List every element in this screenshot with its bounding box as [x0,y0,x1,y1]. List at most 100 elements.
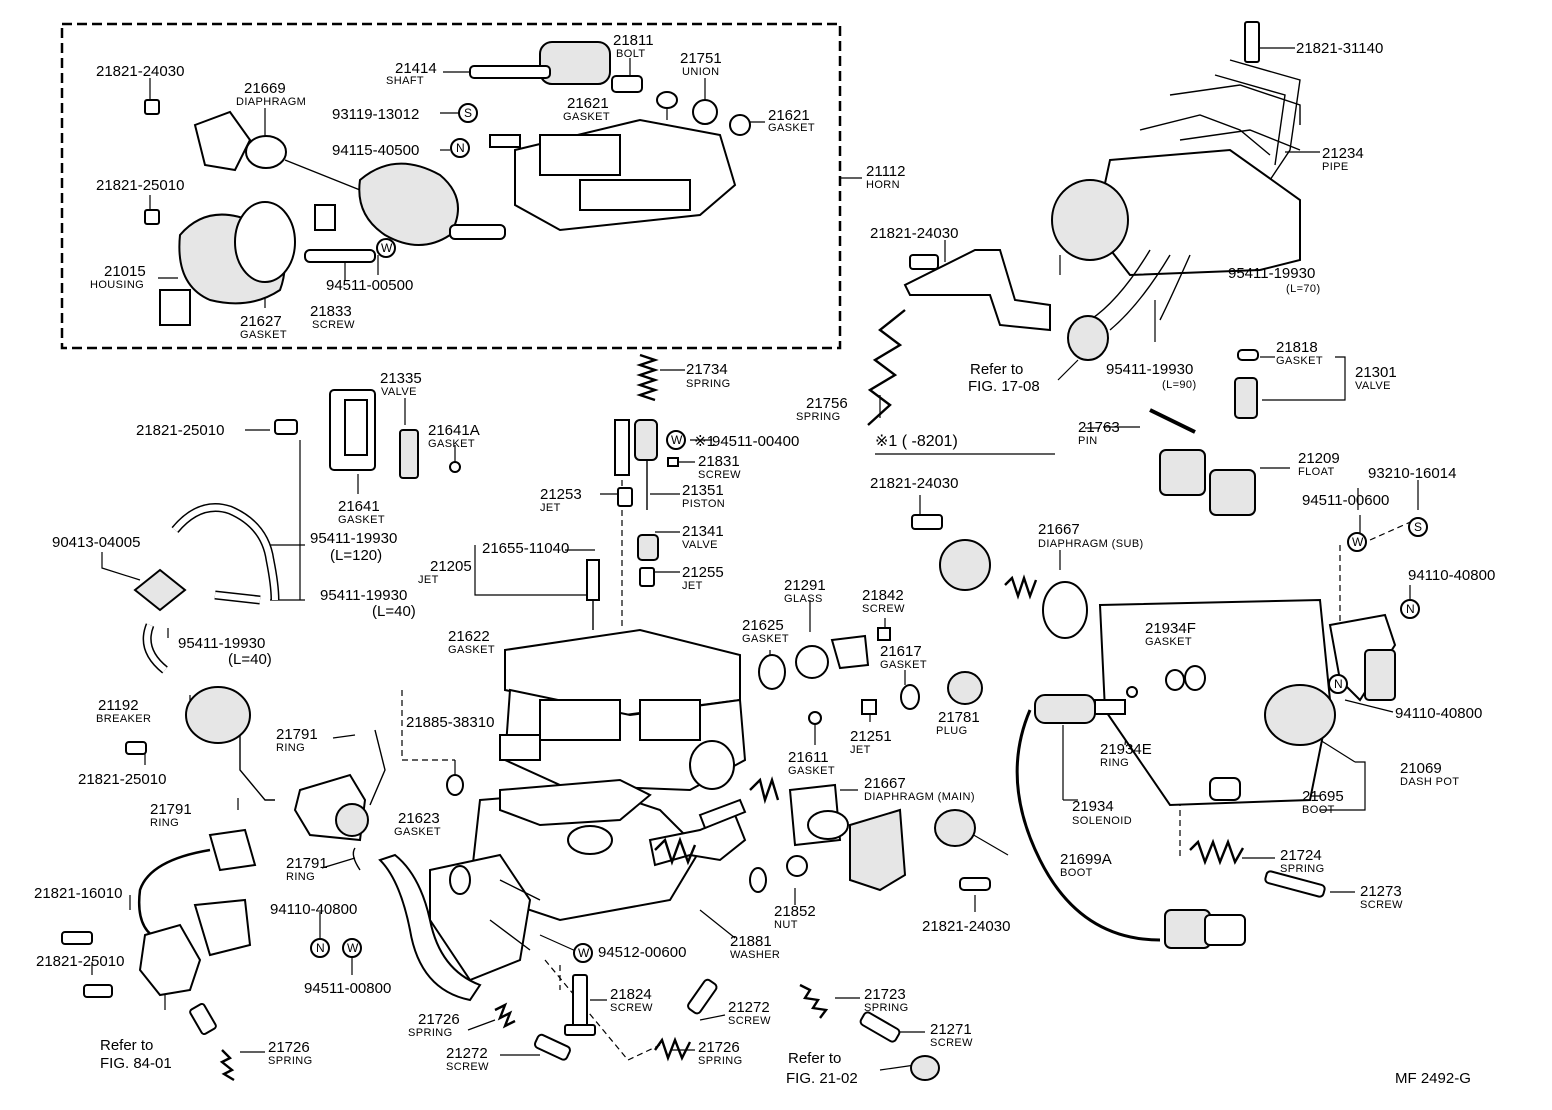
callout-c46-name: (L=40) [228,651,272,668]
housing-bracket-part [159,289,191,326]
callout-c22-num: 21335 [380,370,422,387]
callout-c13-num: 94511-00500 [326,277,413,294]
callout-c76-name: NUT [774,919,798,931]
choke-diaphragm-part [1051,179,1129,261]
callout-c41-num: 21667 [1038,521,1080,538]
connector-part [208,828,257,872]
callout-c64-num: 21934E [1100,741,1152,758]
symbol-w-2: W [666,430,686,450]
callout-c44-num: 95411-19930 [310,530,397,547]
callout-c63-name: RING [150,817,179,829]
callout-c20-name: FIG. 17-08 [968,378,1040,395]
callout-c66-num: 21934 [1072,798,1114,815]
solenoid-part [1034,694,1096,724]
throttle-link-part [378,853,482,1002]
callout-c42-num: 94110-40800 [1408,567,1495,584]
callout-c61-num: 21791 [276,726,318,743]
callout-c33-name: SPRING [796,411,841,423]
callout-c83-name: SPRING [864,1002,909,1014]
callout-c27-num: 94511-00400 [712,433,799,450]
housing-gasket-part [234,201,296,283]
callout-c88-num: 21726 [698,1039,740,1056]
callout-c85-name: SCREW [728,1015,771,1027]
callout-c55-num: 21622 [448,628,490,645]
svg-text:W: W [1352,535,1364,549]
callout-c81-num: 21273 [1360,883,1402,900]
horn-diaphragm-housing-part [358,162,459,246]
valve-part [1234,377,1258,419]
svg-text:S: S [464,106,472,120]
callout-c59-name: JET [850,744,871,756]
callout-c89-name: FIG. 84-01 [100,1055,172,1072]
svg-text:N: N [1406,602,1415,616]
callout-c49-num: 21291 [784,577,826,594]
dash-pot-part [1264,684,1336,746]
diaphragm-sub-cover [1042,581,1088,639]
screw-long-part [304,249,376,263]
diaphragm-sub-part [939,539,991,591]
callout-c85-num: 21272 [728,999,770,1016]
callout-c22-name: VALVE [381,386,417,398]
callout-c75-num: 94512-00600 [598,944,686,961]
diaphragm-part [245,135,287,169]
breaker-part [185,686,251,744]
callout-c82-name: SCREW [610,1002,653,1014]
callout-c11-name: HORN [866,179,900,191]
symbol-n-4: N [310,938,330,958]
callout-c61-name: RING [276,742,305,754]
callout-c73-num: 21821-25010 [36,953,124,970]
svg-text:N: N [456,141,465,155]
callout-c5-num: 21751 [680,50,722,67]
callout-c43-num: 90413-04005 [52,534,140,551]
callout-c59-num: 21251 [850,728,892,745]
callout-c87-num: 21272 [446,1045,488,1062]
callout-c31-name: VALVE [682,539,718,551]
svg-text:W: W [671,433,683,447]
callout-c21-num: 95411-19930 [1106,361,1193,378]
callout-c53-name: GASKET [1145,636,1192,648]
callout-c51-num: 21625 [742,617,784,634]
callout-c82-num: 21824 [610,986,652,1003]
callout-c6-num: 93119-13012 [332,106,419,123]
callout-c24-name: GASKET [428,438,475,450]
tee-joint-part [133,568,187,612]
boot-part [934,809,976,847]
callout-c36-name: PIN [1078,435,1098,447]
callout-c69-name: GASKET [394,826,441,838]
figure-code: MF 2492-G [1395,1070,1471,1087]
float-part [1159,449,1206,496]
callout-c78-num: 21699A [1060,851,1112,868]
callout-c34-name: GASKET [1276,355,1323,367]
shaft-part [469,65,551,79]
callout-c32-num: 21255 [682,564,724,581]
callout-c49-name: GLASS [784,593,823,605]
callout-c8-num: 21621 [768,107,810,124]
screw-part-21824 [572,974,588,1031]
callout-c37-num: 21209 [1298,450,1340,467]
callout-c40-num: 21821-24030 [870,475,958,492]
callout-c3-num: 21414 [395,60,437,77]
callout-c80-name: SPRING [1280,863,1325,875]
callout-c16-num: 21821-31140 [1296,40,1383,57]
callout-c15-name: GASKET [240,329,287,341]
callout-c88-name: SPRING [698,1055,743,1067]
callout-c25-num: 21641 [338,498,380,515]
symbol-w-4: W [342,938,362,958]
callout-c17-num: 21234 [1322,145,1364,162]
callout-c7-num: 21621 [567,95,609,112]
callout-c64-name: RING [1100,757,1129,769]
callout-c9-num: 94115-40500 [332,142,419,159]
callout-c57-num: 21821-25010 [78,771,166,788]
callout-c28-num: 21831 [698,453,740,470]
callout-c66-name: SOLENOID [1072,815,1132,827]
callout-c68-name: DIAPHRAGM (MAIN) [864,791,975,803]
solenoid-connector-part [1164,909,1211,949]
callout-c39-num: 94511-00600 [1302,492,1389,509]
callout-c29-name: JET [540,502,561,514]
callout-c4-num: 21811 [613,32,654,49]
callout-c31-num: 21341 [682,523,724,540]
callout-c77-num: 21881 [730,933,772,950]
callout-c45-name: (L=40) [372,603,416,620]
shaft-lever-part [539,41,611,85]
